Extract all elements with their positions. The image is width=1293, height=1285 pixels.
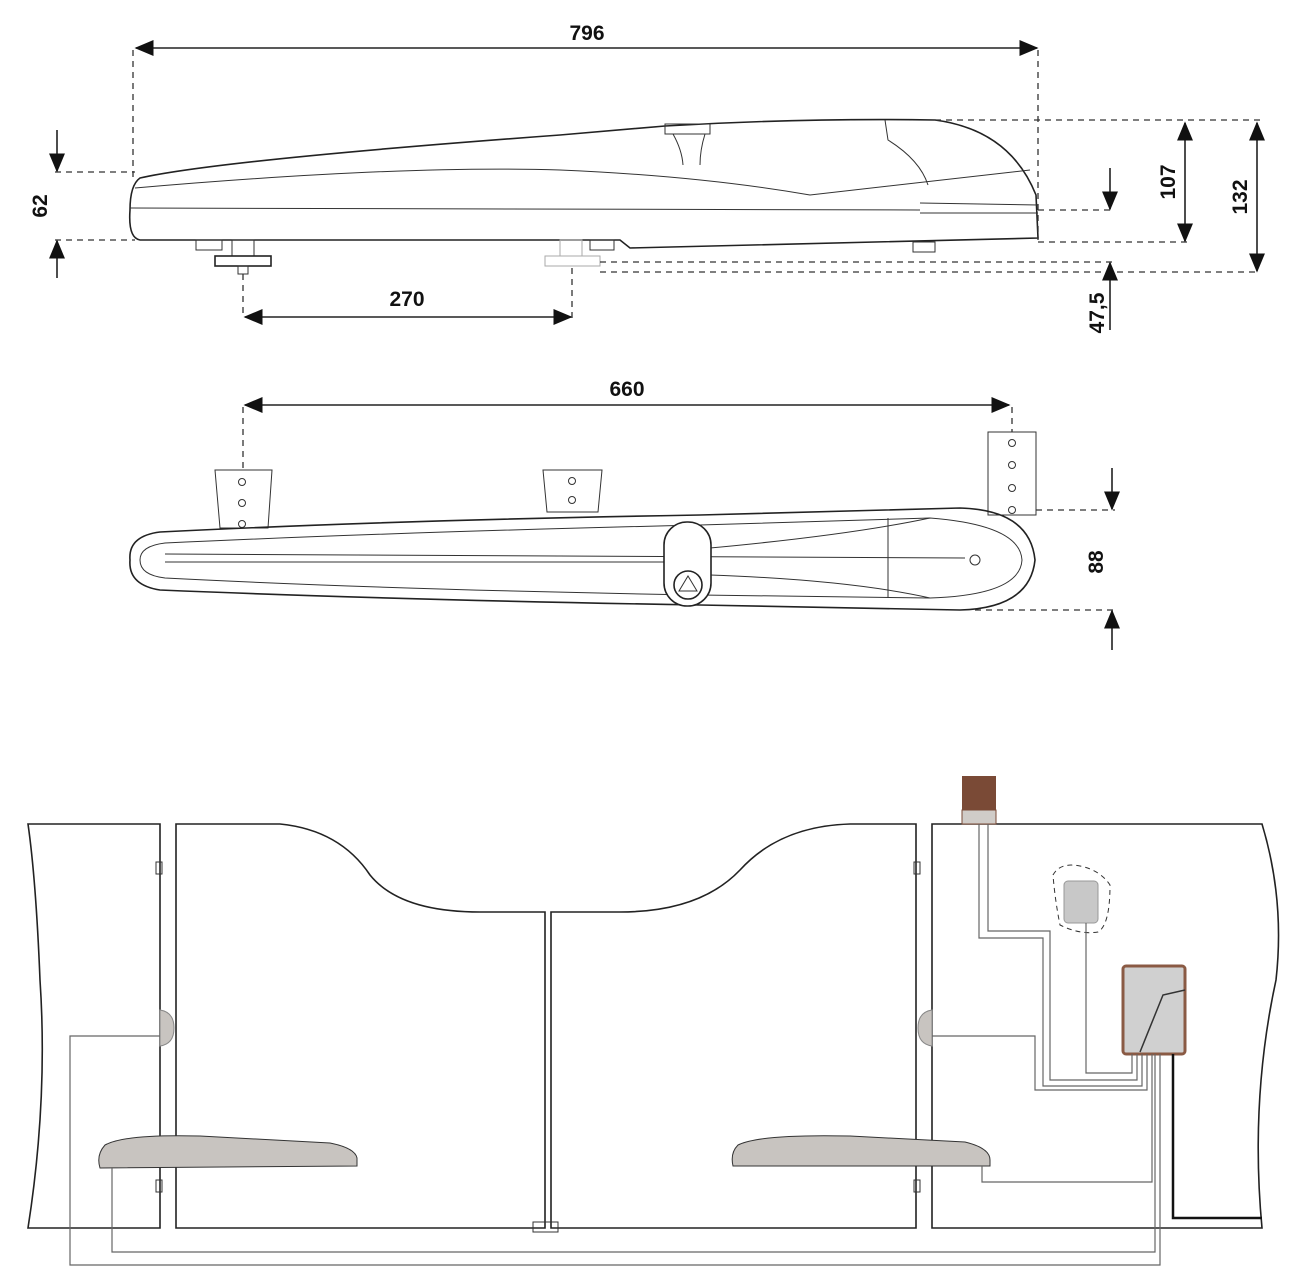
control-box xyxy=(1121,964,1187,1056)
dimension-lines-top: 660 88 xyxy=(242,378,1120,650)
dim-overall-length: 796 xyxy=(569,22,604,45)
flasher-light xyxy=(962,776,996,810)
dim-width: 88 xyxy=(1085,550,1108,574)
operator-side-view xyxy=(128,118,1039,275)
photocell-right xyxy=(917,1009,933,1047)
dim-body-height: 62 xyxy=(29,194,52,217)
operator-right xyxy=(731,1135,991,1167)
dim-total-height: 132 xyxy=(1229,179,1252,214)
dimension-lines-side: 796 62 107 132 47,5 270 xyxy=(29,22,1265,333)
operator-top-view xyxy=(129,431,1037,611)
gate-installation-view xyxy=(27,776,1280,1266)
dim-height-to-bracket: 107 xyxy=(1157,164,1180,199)
left-pillar xyxy=(27,823,161,1229)
key-selector xyxy=(1063,880,1099,924)
right-gate-leaf xyxy=(550,823,917,1229)
dim-bracket-spacing: 270 xyxy=(389,288,424,311)
dim-bracket-offset: 47,5 xyxy=(1086,292,1109,333)
operator-left xyxy=(98,1135,358,1169)
left-gate-leaf xyxy=(175,823,546,1229)
photocell-left xyxy=(159,1009,175,1047)
right-pillar xyxy=(931,823,1280,1229)
dim-mount-spacing: 660 xyxy=(609,378,644,401)
